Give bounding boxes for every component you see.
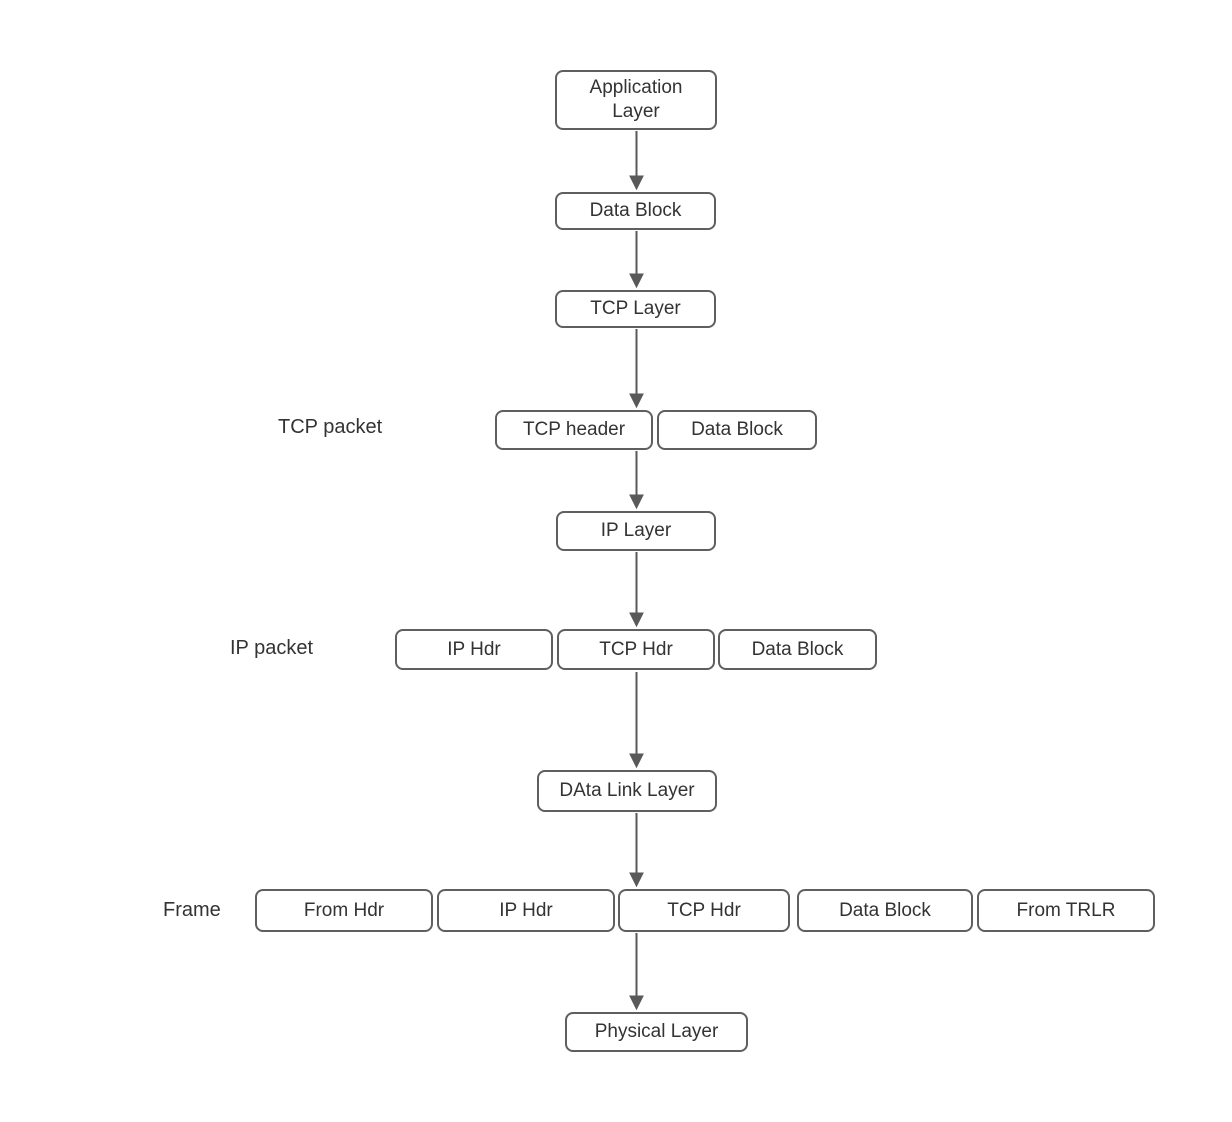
row-label-ip-packet: IP packet (230, 637, 314, 659)
node-data-block-top: Data Block (555, 192, 716, 230)
node-from-trlr: From TRLR (977, 889, 1155, 932)
node-from-hdr: From Hdr (255, 889, 433, 932)
row-label-frame: Frame (163, 899, 221, 921)
node-physical-layer: Physical Layer (565, 1012, 748, 1052)
node-frame-ip-hdr: IP Hdr (437, 889, 615, 932)
node-tcp-layer: TCP Layer (555, 290, 716, 328)
node-data-block-ip: Data Block (718, 629, 877, 670)
node-application-layer: Application Layer (555, 70, 717, 130)
node-tcp-header: TCP header (495, 410, 653, 450)
node-data-link-layer: DAta Link Layer (537, 770, 717, 812)
node-ip-layer: IP Layer (556, 511, 716, 551)
node-frame-tcp-hdr: TCP Hdr (618, 889, 790, 932)
node-tcp-hdr: TCP Hdr (557, 629, 715, 670)
row-label-tcp-packet: TCP packet (278, 416, 383, 438)
node-data-block-tcp: Data Block (657, 410, 817, 450)
node-frame-data-block: Data Block (797, 889, 973, 932)
node-ip-hdr: IP Hdr (395, 629, 553, 670)
